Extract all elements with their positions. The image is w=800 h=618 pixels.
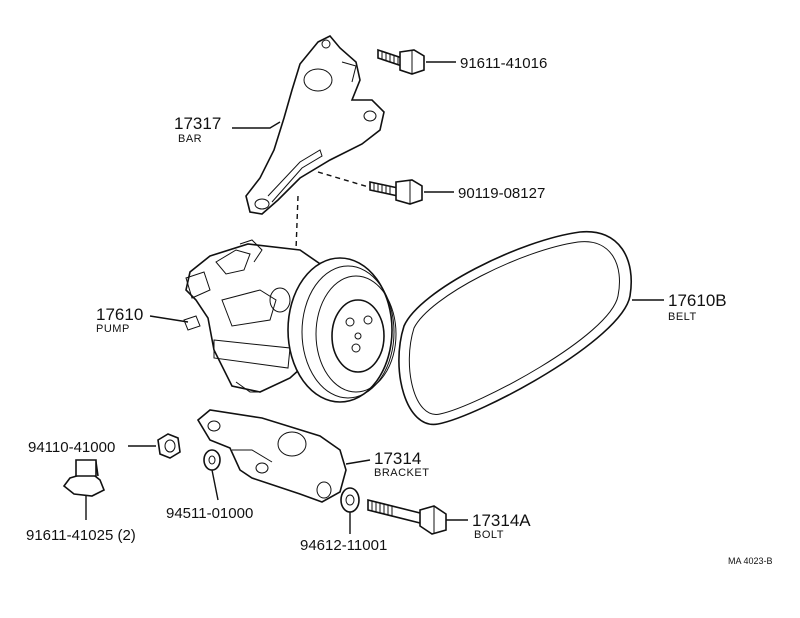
bolt-long-part [367, 498, 447, 535]
nut-part-number: 94110-41000 [28, 439, 115, 456]
bolt-mid-part [369, 179, 423, 205]
washer-right-part-number: 94612-11001 [300, 537, 387, 554]
bolt-small-part [62, 459, 106, 497]
bolt-top-part [377, 48, 425, 75]
bolt-small-part-number: 91611-41025 (2) [26, 527, 136, 544]
bar-part-number: 17317 [174, 114, 221, 133]
nut-part [157, 433, 181, 459]
washer-left-part-number: 94511-01000 [166, 505, 253, 522]
dashed-connector [317, 171, 373, 189]
pump-part-name: PUMP [96, 323, 130, 335]
washer-right-part [340, 487, 360, 513]
bolt-long-part-name: BOLT [474, 529, 504, 541]
bar-part [245, 35, 385, 215]
belt-part-number: 17610B [668, 291, 727, 310]
bracket-part [196, 409, 347, 503]
bolt-top-part-number: 91611-41016 [460, 55, 547, 72]
leader-lines [85, 61, 664, 534]
bar-part-name: BAR [178, 133, 202, 145]
reference-code: MA 4023-B [728, 556, 773, 566]
dashed-connector-vertical [295, 195, 299, 251]
bolt-long-part-number: 17314A [472, 511, 531, 530]
belt-part [398, 230, 632, 425]
belt-part-name: BELT [668, 311, 697, 323]
pump-part-number: 17610 [96, 305, 143, 324]
bolt-mid-part-number: 90119-08127 [458, 185, 545, 202]
bracket-part-name: BRACKET [374, 467, 429, 479]
pump-part [183, 239, 397, 403]
bracket-part-number: 17314 [374, 449, 421, 468]
washer-left-part [203, 449, 221, 471]
